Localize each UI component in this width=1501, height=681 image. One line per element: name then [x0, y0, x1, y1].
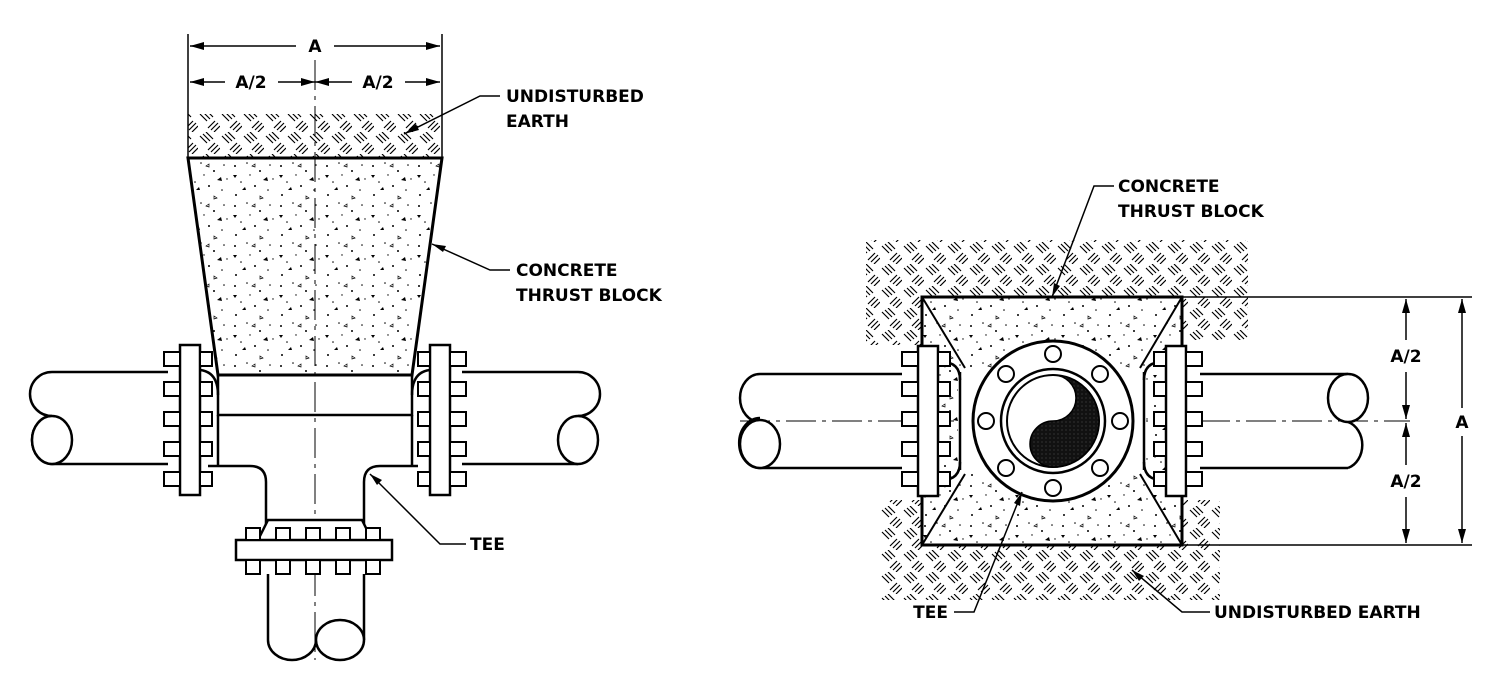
flange-plan-left — [901, 344, 951, 498]
label-tee-right: TEE — [913, 603, 948, 623]
pipe-plan-left — [737, 372, 902, 470]
dimension-a-half-right: A/2 A/2 — [1390, 299, 1422, 543]
flange-bottom — [234, 518, 394, 575]
earth-hatch-upper — [866, 240, 1248, 345]
label-concrete-right-line1: CONCRETE — [1118, 177, 1220, 197]
flange-face-circle — [971, 339, 1135, 503]
leader-tee-right — [954, 491, 1023, 613]
flange-right — [417, 343, 467, 497]
dim-a-half-left-label: A/2 — [235, 73, 266, 93]
leader-earth-left — [403, 95, 500, 135]
pipe-plan-right — [1200, 372, 1370, 470]
flange-plan-right — [1153, 344, 1203, 498]
dim-a-right-label: A — [1455, 413, 1469, 433]
label-thrust-block-line2: THRUST BLOCK — [516, 286, 663, 306]
dim-a-half-right-label: A/2 — [362, 73, 393, 93]
label-tee-left: TEE — [470, 535, 505, 555]
label-undisturbed-earth-line1: UNDISTURBED — [506, 87, 644, 107]
leader-block-right — [1051, 185, 1114, 298]
dim-a-half-bottom-label: A/2 — [1390, 472, 1421, 492]
left-elevation-view: A A/2 A/2 — [28, 34, 663, 662]
tee-body — [208, 375, 418, 530]
flange-left — [163, 343, 213, 497]
dim-a-half-top-label: A/2 — [1390, 347, 1421, 367]
dimension-a-top: A — [190, 37, 440, 57]
pipe-left — [28, 370, 168, 466]
earth-hatch-lower — [880, 500, 1220, 600]
leader-tee-left — [369, 473, 466, 545]
pipe-right — [462, 370, 602, 466]
label-thrust-block-right-line2: THRUST BLOCK — [1118, 202, 1265, 222]
label-undisturbed-earth-right: UNDISTURBED EARTH — [1214, 603, 1421, 623]
dimension-a-right: A — [1455, 299, 1469, 543]
dim-a-label: A — [308, 37, 322, 57]
label-concrete-line1: CONCRETE — [516, 261, 618, 281]
pipe-bottom — [266, 574, 366, 662]
right-plan-view: A A/2 A/2 CONCRETE THRUST BLOCK TEE — [737, 177, 1472, 623]
label-undisturbed-earth-line2: EARTH — [506, 112, 569, 132]
leader-block-left — [431, 243, 510, 271]
leader-earth-right — [1131, 569, 1210, 613]
